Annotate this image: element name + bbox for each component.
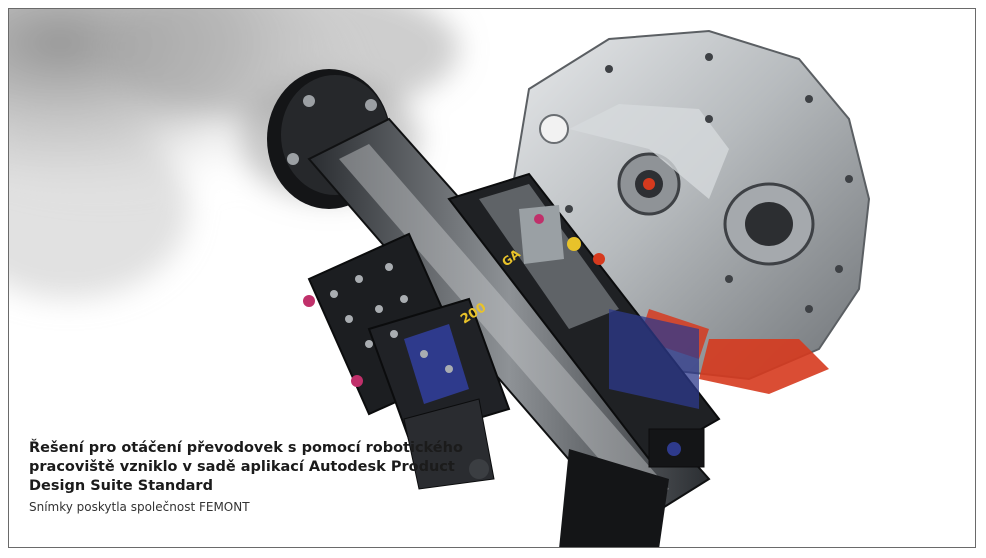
photo-caption: Řešení pro otáčení převodovek s pomocí r… — [29, 439, 469, 515]
linear-rail — [307, 117, 711, 547]
figure-frame: GA 200 — [8, 8, 976, 548]
connector-details — [534, 214, 605, 265]
fixture-body: GA — [447, 172, 721, 468]
photo-credit: Snímky poskytla společnost FEMONT — [29, 500, 250, 514]
robotic-gearbox-fixture-photo: GA 200 — [9, 9, 871, 547]
carriage-block: 200 — [303, 232, 511, 490]
caption-title: Řešení pro otáčení převodovek s pomocí r… — [29, 440, 463, 494]
